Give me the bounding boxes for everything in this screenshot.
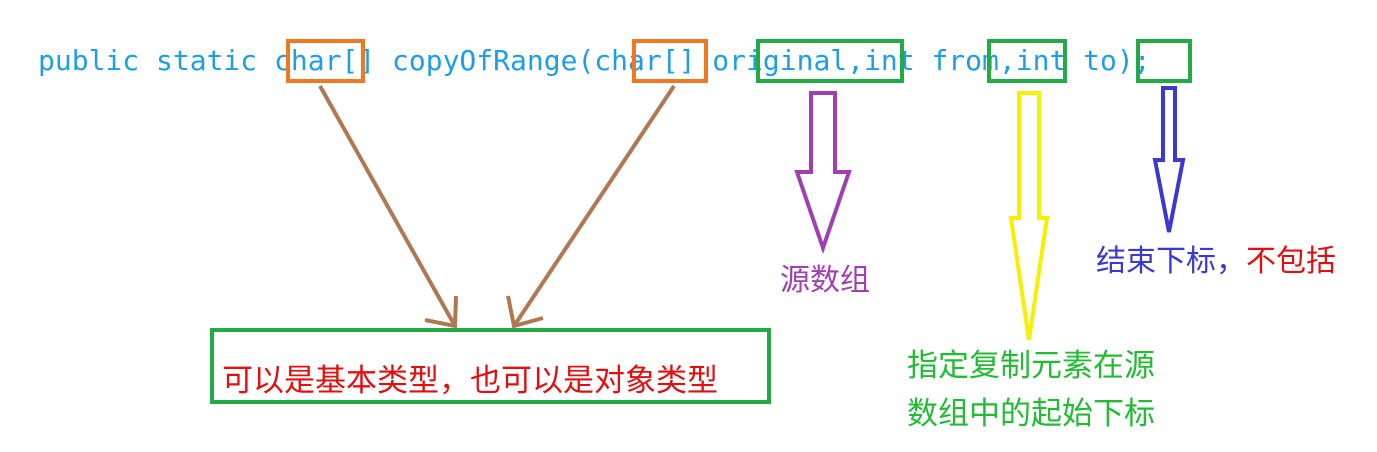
yellow-arrow bbox=[1008, 91, 1050, 341]
from-index-label: 指定复制元素在源 数组中的起始下标 bbox=[907, 342, 1155, 438]
exclusive-text: 不包括 bbox=[1246, 244, 1336, 279]
blue-arrow bbox=[1152, 86, 1186, 233]
brown-arrow-right bbox=[506, 84, 676, 329]
method-signature: public static char[] copyOfRange(char[] … bbox=[38, 44, 1151, 77]
end-index-text: 结束下标， bbox=[1096, 244, 1246, 279]
end-index-label: 结束下标，不包括 bbox=[1096, 236, 1336, 280]
brown-arrow-left bbox=[318, 85, 458, 329]
to-param-box bbox=[1136, 39, 1192, 83]
purple-arrow bbox=[794, 91, 852, 255]
char-param-type-box bbox=[632, 39, 708, 83]
source-array-label: 源数组 bbox=[780, 263, 870, 298]
type-note-box bbox=[210, 328, 771, 404]
from-note-line-2: 数组中的起始下标 bbox=[907, 396, 1155, 432]
original-param-box bbox=[756, 39, 904, 83]
type-note-label: 可以是基本类型，也可以是对象类型 bbox=[222, 363, 718, 399]
from-param-box bbox=[987, 39, 1067, 83]
char-return-type-box bbox=[286, 39, 365, 83]
from-note-line-1: 指定复制元素在源 bbox=[907, 348, 1155, 384]
